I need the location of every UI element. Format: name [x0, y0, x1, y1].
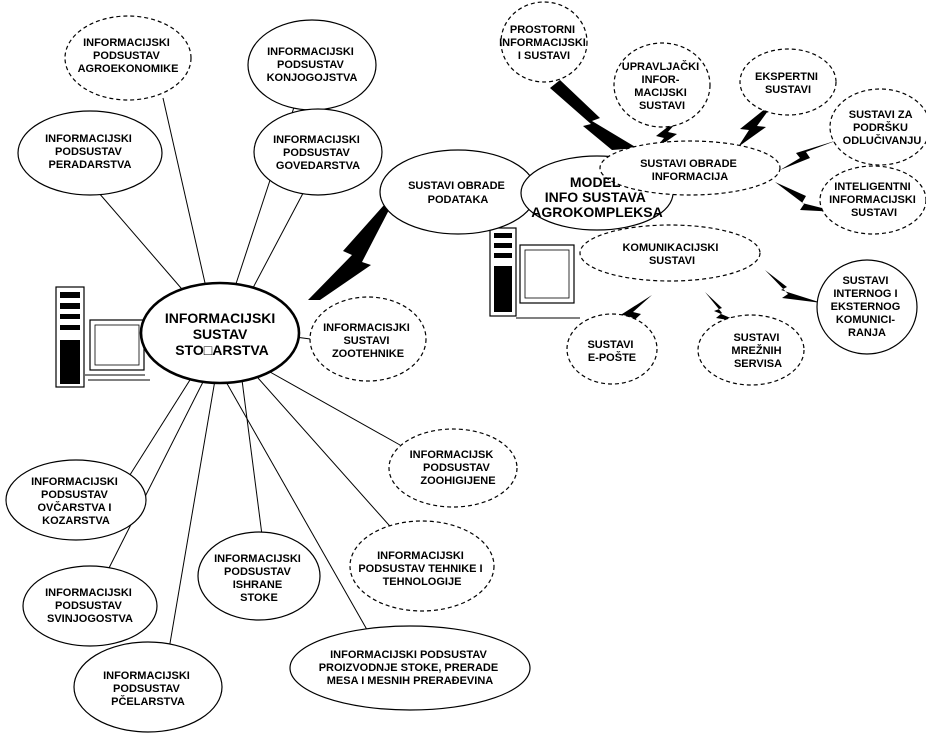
connector-production: [224, 379, 371, 636]
node-email: [566, 313, 658, 385]
node-communication: [579, 224, 761, 282]
label-feeding: INFORMACIJSKI PODSUSTAV ISHRANE STOKE: [214, 553, 304, 604]
label-model: MODEL INFO SUSTAVA AGROKOMPLEKSA: [531, 174, 662, 220]
node-zoohygiene: [388, 428, 518, 508]
node-info-processing: [599, 140, 781, 196]
connector-pigs: [107, 377, 206, 571]
node-bees: [73, 641, 223, 733]
label-horses: INFORMACIJSKI PODSUSTAV KONJOGOJSTVA: [267, 46, 358, 84]
computer-icon-right: [489, 227, 580, 319]
node-cattle: [253, 108, 383, 196]
node-technology: [349, 520, 495, 612]
label-expert: EKSPERTNI SUSTAVI: [755, 71, 821, 96]
label-decision: SUSTAVI ZA PODRŠKU ODLUČIVANJU: [843, 109, 922, 147]
label-intelligent: INTELIGENTNI INFORMACIJSKI SUSTAVI: [829, 181, 919, 219]
label-cattle: INFORMACIJSKI PODSUSTAV GOVEDARSTVA: [273, 134, 363, 172]
lightning-icon-management: [654, 115, 683, 150]
node-internal-external: [816, 259, 918, 355]
node-intelligent: [819, 165, 926, 235]
node-central: [139, 281, 301, 385]
label-production: INFORMACIJSKI PODSUSTAV PROIZVODNJE STOK…: [319, 649, 502, 687]
lightning-icon-intelligent: [775, 182, 838, 212]
computer-icon-left: [55, 286, 150, 388]
label-technology: INFORMACIJSKI PODSUSTAV TEHNIKE I TEHNOL…: [358, 550, 485, 588]
node-feeding: [197, 531, 321, 621]
lightning-icon-decision: [780, 140, 838, 170]
label-pigs: INFORMACIJSKI PODSUSTAV SVINJOGOSTVA: [45, 587, 135, 625]
lightning-icon-network: [705, 292, 740, 322]
node-decision: [829, 88, 926, 166]
connector-feeding: [241, 379, 263, 536]
node-pigs: [22, 565, 158, 647]
connector-agroeconomics: [162, 97, 211, 306]
node-production: [289, 625, 531, 711]
label-zootech: INFORMACISJKI SUSTAVI ZOOTEHNIKE: [323, 322, 413, 360]
node-management: [613, 42, 711, 128]
label-agroeconomics: INFORMACIJSKI PODSUSTAV AGROEKONOMIKE: [78, 37, 179, 75]
label-network: SUSTAVI MREŽNIH SERVISA: [731, 332, 784, 370]
label-internal-external: SUSTAVI INTERNOG I EKSTERNOG KOMUNICI- R…: [831, 275, 904, 339]
label-central: INFORMACIJSKI SUSTAV STO□ARSTVA: [165, 310, 279, 358]
node-spatial: [500, 1, 588, 83]
node-poultry: [17, 110, 163, 196]
node-sheep: [5, 459, 147, 541]
node-expert: [739, 48, 837, 116]
node-processing-data: [379, 149, 537, 235]
label-email: SUSTAVI E-POŠTE: [587, 339, 636, 364]
connector-cattle: [244, 179, 311, 304]
label-poultry: INFORMACIJSKI PODSUSTAV PERADARSTVA: [45, 133, 135, 171]
node-zootech: [309, 296, 427, 382]
label-bees: INFORMACIJSKI PODSUSTAV PČELARSTVA: [103, 670, 193, 708]
node-network: [697, 314, 805, 386]
connector-bees: [167, 379, 216, 656]
lightning-icon-internal: [765, 270, 822, 303]
label-spatial: PROSTORNI INFORMACIJSKI I SUSTAVI: [499, 24, 589, 62]
label-management: UPRAVLJAČKI INFOR- MACIJSKI SUSTAVI: [622, 60, 702, 112]
node-agroeconomics: [64, 15, 192, 101]
lightning-icon-spatial: [550, 80, 637, 150]
lightning-icon-central-processing: [308, 205, 390, 300]
connector-sheep: [127, 371, 196, 479]
label-zoohygiene: INFORMACIJSK PODSUSTAV ZOOHIGIJENE: [410, 449, 497, 487]
connector-zoohygiene: [269, 371, 401, 446]
label-communication: KOMUNIKACIJSKI SUSTAVI: [622, 242, 721, 267]
label-sheep: INFORMACIJSKI PODSUSTAV OVČARSTVA I KOZA…: [31, 476, 121, 527]
label-processing-data: SUSTAVI OBRADE PODATAKA: [408, 180, 508, 206]
label-info-processing: SUSTAVI OBRADE INFORMACIJA: [640, 158, 740, 183]
